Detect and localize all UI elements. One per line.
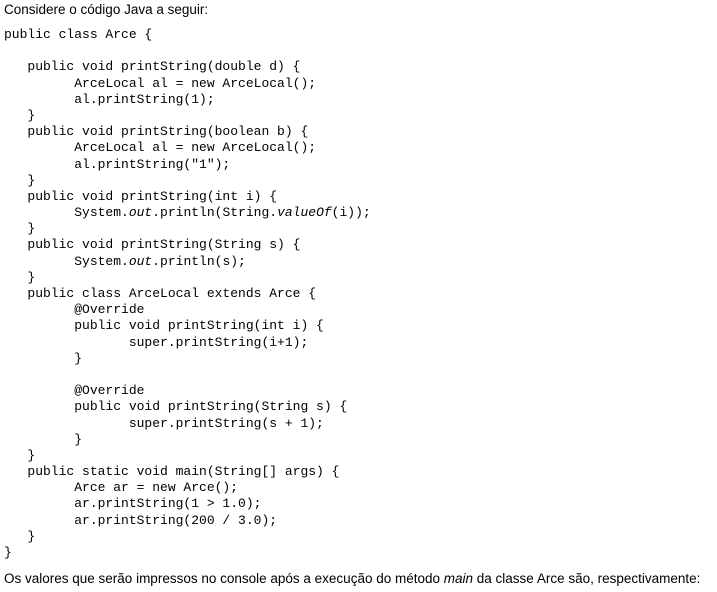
prompt-text-end: da classe Arce são, respectivamente: [473,571,701,586]
code-token: .println(s); [152,253,246,269]
code-line: ar.printString(1 > 1.0); [4,496,262,512]
code-line: al.printString(1); [4,91,215,107]
code-line: public void printString(double d) { [4,59,301,75]
code-line: super.printString(s + 1); [4,415,324,431]
code-line: } [4,350,83,366]
code-line: ar.printString(200 / 3.0); [4,512,278,528]
code-line [4,43,371,59]
prompt-text-start: Os valores que serão impressos no consol… [4,571,444,586]
code-token: (i)); [331,205,371,221]
prompt-method-name: main [443,571,474,586]
code-line: } [4,221,36,237]
code-line: public void printString(int i) { [4,318,324,334]
code-line: public void printString(String s) { [4,399,348,415]
code-line: super.printString(i+1); [4,334,309,350]
code-line: } [4,431,83,447]
code-line: public void printString(int i) { [4,188,278,204]
java-code-block: public class Arce { public void printStr… [4,27,371,561]
code-line: ArceLocal al = new ArceLocal(); [4,140,317,156]
code-line: public void printString(String s) { [4,237,301,253]
code-italic-token: out [128,205,153,221]
code-line: @Override [4,302,145,318]
code-token: System. [4,205,129,221]
code-line: System.out.println(String.valueOf(i)); [4,205,371,221]
code-line: public static void main(String[] args) { [4,464,340,480]
code-line: public class Arce { [4,27,153,42]
code-line: ArceLocal al = new ArceLocal(); [4,75,317,91]
code-line: Arce ar = new Arce(); [4,480,239,496]
code-line: } [4,528,36,544]
question-prompt: Os valores que serão impressos no consol… [4,570,700,588]
question-intro: Considere o código Java a seguir: [4,2,209,17]
code-line: } [4,269,36,285]
code-line: } [4,545,12,560]
code-line: } [4,447,36,463]
code-token: .println(String. [152,205,278,221]
code-line: System.out.println(s); [4,254,371,270]
code-line: } [4,107,36,123]
code-token: System. [4,253,129,269]
code-italic-token: valueOf [277,205,332,221]
code-line: } [4,172,36,188]
code-line: @Override [4,383,145,399]
code-line: public class ArceLocal extends Arce { [4,286,317,301]
code-italic-token: out [128,253,153,269]
code-line [4,367,371,383]
code-line: al.printString("1"); [4,156,231,172]
code-line: public void printString(boolean b) { [4,124,309,140]
